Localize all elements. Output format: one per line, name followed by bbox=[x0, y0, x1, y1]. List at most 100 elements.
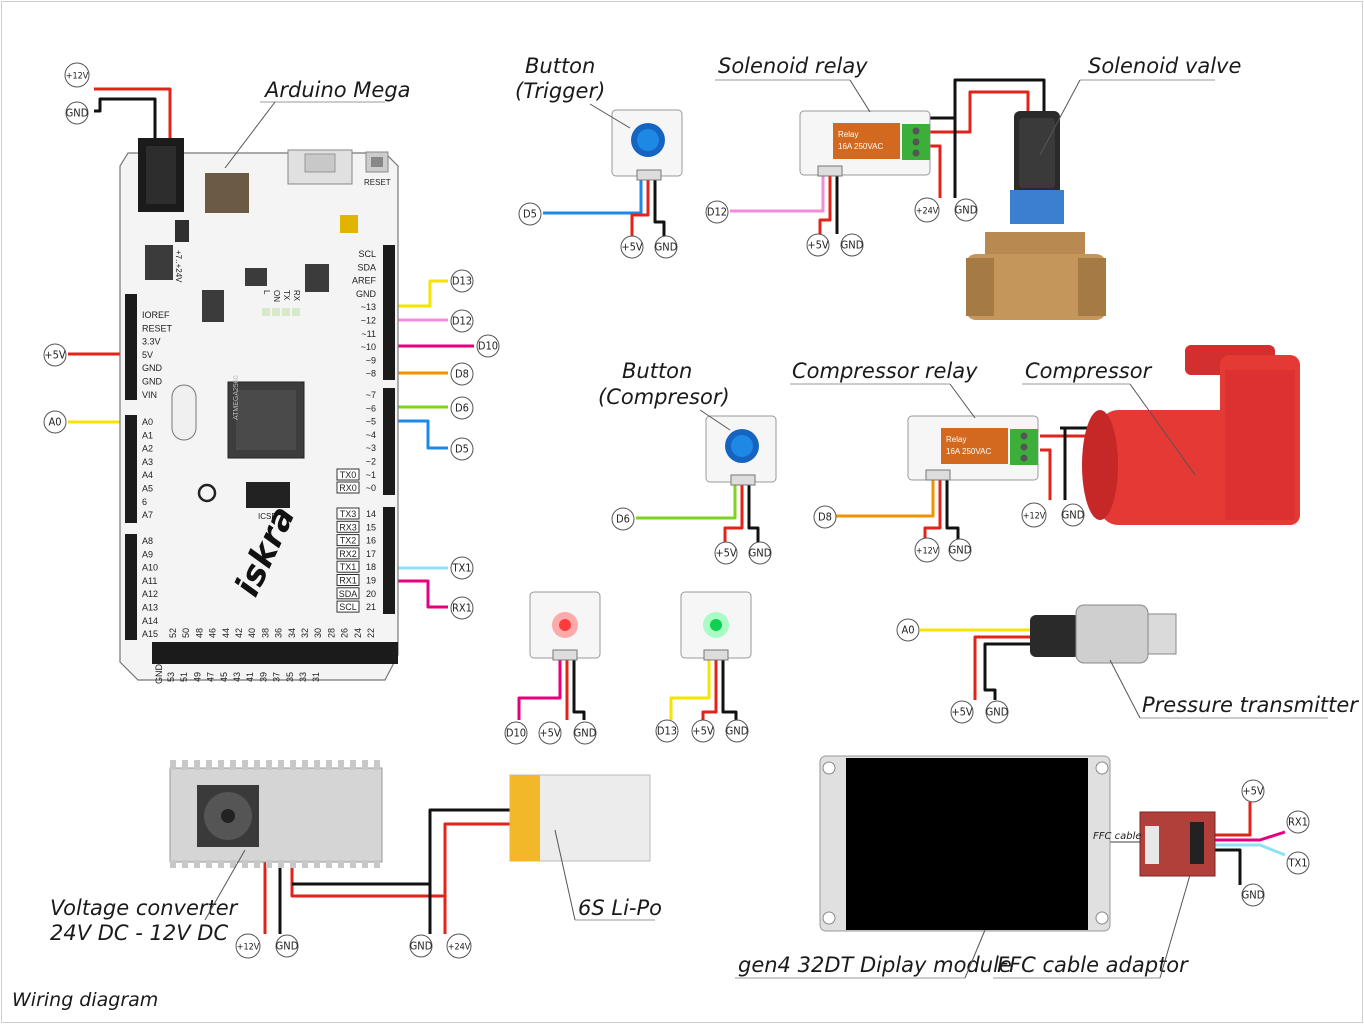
label-cr-gnd2: GND bbox=[1061, 503, 1085, 527]
label-sr-5v: +5V bbox=[806, 233, 830, 257]
svg-text:RX: RX bbox=[292, 290, 301, 302]
wire-lr-s bbox=[517, 660, 562, 720]
pin-label: A2 bbox=[142, 444, 153, 454]
pin-label: GND bbox=[142, 377, 163, 387]
pin-label: 41 bbox=[245, 672, 255, 682]
svg-text:16A 250VAC: 16A 250VAC bbox=[838, 142, 883, 151]
label-text: GND bbox=[276, 940, 299, 953]
wire-lg-v bbox=[701, 660, 718, 720]
label-text: GND bbox=[726, 725, 749, 738]
wire-ard-rx1 bbox=[385, 579, 448, 609]
label-text: +5V bbox=[807, 239, 829, 252]
label-cr-gnd: GND bbox=[948, 538, 972, 562]
label-text: A0 bbox=[48, 416, 61, 429]
button-trigger-module bbox=[611, 109, 683, 181]
pin-label: ~3 bbox=[366, 443, 376, 453]
ffc-adaptor-board bbox=[1139, 811, 1216, 877]
pin-label: A14 bbox=[142, 616, 158, 626]
label-text: GND bbox=[66, 107, 89, 120]
label-text: +12V bbox=[916, 547, 939, 557]
label-text: TX1 bbox=[451, 562, 471, 575]
label-text: +5V bbox=[44, 349, 66, 362]
label-cr-12v2: +12V bbox=[1021, 502, 1047, 528]
label-text: D8 bbox=[818, 511, 832, 524]
pin-label: ~2 bbox=[366, 457, 376, 467]
label-text: D10 bbox=[478, 340, 498, 353]
footer-title: Wiring diagram bbox=[12, 989, 158, 1011]
pin-label: 14 bbox=[366, 509, 376, 519]
voltage-converter bbox=[169, 760, 383, 868]
label-text: D12 bbox=[452, 315, 472, 328]
ffc-cable-label: FFC cable bbox=[1093, 831, 1142, 842]
wire-cr-s bbox=[836, 479, 935, 518]
pin-label: A10 bbox=[142, 563, 158, 573]
label-ard-gnd: GND bbox=[65, 101, 89, 125]
pin-label: 16 bbox=[366, 536, 376, 546]
pin-label: ~5 bbox=[366, 417, 376, 427]
label-text: TX1 bbox=[1287, 857, 1307, 870]
pin-label: 40 bbox=[247, 628, 257, 638]
title-button-trigger: Button bbox=[525, 54, 595, 78]
pin-label: 37 bbox=[272, 672, 282, 682]
label-text: GND bbox=[1062, 509, 1085, 522]
pin-label: A9 bbox=[142, 549, 153, 559]
display-module bbox=[819, 755, 1111, 932]
pin-label: ~7 bbox=[366, 390, 376, 400]
pin-label: A12 bbox=[142, 589, 158, 599]
pin-label: ~13 bbox=[361, 302, 376, 312]
label-bc-5v: +5V bbox=[714, 541, 738, 565]
wire-cr-out2 bbox=[1040, 448, 1052, 500]
pin-label: 21 bbox=[366, 602, 376, 612]
label-ard-d8: D8 bbox=[450, 362, 474, 386]
label-bt-gnd: GND bbox=[654, 235, 678, 259]
label-vc-gnd: GND bbox=[275, 934, 299, 958]
pin-label: RX1 bbox=[339, 576, 357, 586]
label-text: +24V bbox=[916, 207, 939, 217]
pin-label: A13 bbox=[142, 603, 158, 613]
wire-ard-12v bbox=[94, 87, 172, 150]
pin-label: VIN bbox=[142, 390, 157, 400]
pin-label: AREF bbox=[352, 276, 377, 286]
pin-label: ~11 bbox=[361, 329, 376, 339]
label-bt-5v: +5V bbox=[620, 235, 644, 259]
wire-ffc-tx1 bbox=[1215, 843, 1286, 857]
pin-label: 49 bbox=[192, 672, 202, 682]
pin-label: SCL bbox=[339, 602, 357, 612]
pin-label: 39 bbox=[258, 672, 268, 682]
label-ffc-gnd: GND bbox=[1241, 883, 1265, 907]
label-ard-12v: +12V bbox=[64, 62, 90, 88]
label-vc-12v: +12V bbox=[235, 933, 261, 959]
title-button-compressor: Button bbox=[622, 359, 692, 383]
pin-label: 47 bbox=[206, 672, 216, 682]
label-bat-24v: +24V bbox=[446, 933, 472, 959]
pin-label: A5 bbox=[142, 484, 153, 494]
pin-label: 50 bbox=[181, 628, 191, 638]
pin-label: ~1 bbox=[366, 470, 376, 480]
label-text: GND bbox=[841, 239, 864, 252]
pin-label: 52 bbox=[168, 628, 178, 638]
title-lipo: 6S Li-Po bbox=[578, 896, 662, 920]
pin-label: A11 bbox=[142, 576, 157, 586]
wire-bt-s bbox=[543, 176, 643, 215]
pin-label: SDA bbox=[339, 589, 358, 599]
label-pt-a0: A0 bbox=[896, 618, 920, 642]
title-ffc-adaptor: FFC cable adaptor bbox=[997, 953, 1189, 977]
pin-label: 17 bbox=[366, 549, 376, 559]
pin-label: 38 bbox=[260, 628, 270, 638]
pin-label: 28 bbox=[326, 628, 336, 638]
svg-text:Relay: Relay bbox=[838, 130, 858, 139]
pin-label: TX1 bbox=[340, 562, 357, 572]
pin-label: 36 bbox=[274, 628, 284, 638]
label-bt-d5: D5 bbox=[518, 202, 542, 226]
label-text: +12V bbox=[1023, 512, 1046, 522]
label-text: D13 bbox=[657, 725, 677, 738]
label-ard-d12: D12 bbox=[450, 309, 474, 333]
pin-label: 45 bbox=[219, 672, 229, 682]
label-text: A0 bbox=[901, 624, 914, 637]
pin-label: 22 bbox=[366, 628, 376, 638]
solenoid-valve bbox=[966, 111, 1106, 320]
label-text: GND bbox=[655, 241, 678, 254]
wire-lr-g bbox=[572, 660, 586, 720]
pin-label: A0 bbox=[142, 417, 153, 427]
label-text: +5V bbox=[539, 727, 561, 740]
